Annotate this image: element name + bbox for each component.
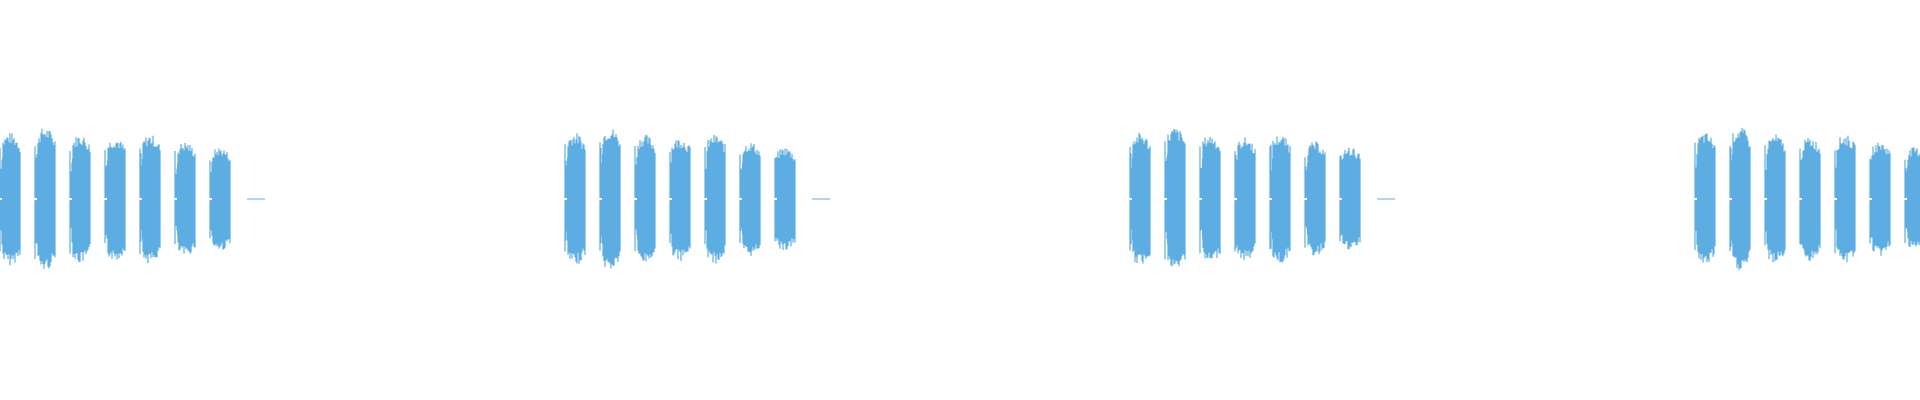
waveform-burst-4-4-waist [1799,198,1802,200]
waveform-burst-4-3-waist [1764,198,1767,200]
waveform-burst-3-4-waist [1234,198,1237,200]
waveform-segment-3 [1129,128,1395,267]
waveform-burst-2-4 [669,140,691,261]
waveform-burst-3-1 [1129,132,1151,264]
waveform-burst-4-2-core [1732,154,1748,244]
waveform-burst-3-5-waist [1269,198,1272,200]
waveform-burst-3-4-core [1237,160,1253,238]
waveform-burst-4-5-waist [1834,198,1837,200]
waveform-burst-4-6-waist [1869,198,1872,200]
waveform-burst-1-3-waist [69,198,72,200]
waveform-bursts [0,127,1920,271]
waveform-burst-4-2 [1729,127,1751,271]
waveform-burst-1-1 [0,133,21,266]
waveform-burst-1-2 [34,128,56,269]
waveform-burst-3-2-waist [1164,198,1167,200]
waveform-burst-2-3 [634,134,656,262]
waveform-burst-4-4 [1799,138,1821,261]
waveform-burst-1-1-waist [0,198,2,200]
waveform-burst-4-7-core [1907,166,1920,232]
waveform-burst-1-1-core [2,157,18,241]
waveform-segment-2 [564,129,830,269]
waveform-burst-3-6-core [1307,163,1323,235]
waveform-burst-2-1 [564,133,586,264]
waveform-burst-1-6 [174,142,196,254]
waveform-burst-1-7 [209,148,231,250]
waveform-burst-1-2-waist [34,198,37,200]
waveform-burst-2-5 [704,134,726,264]
waveform-burst-1-2-core [37,154,53,244]
waveform-burst-1-5-waist [139,198,142,200]
waveform-burst-3-7-core [1342,166,1358,232]
waveform-burst-4-7-waist [1904,198,1907,200]
waveform-burst-2-7 [774,148,796,251]
waveform-burst-3-5 [1269,136,1291,263]
waveform-burst-1-6-core [177,163,193,235]
waveform-burst-1-4-core [107,160,123,238]
waveform-burst-2-7-waist [774,198,777,200]
waveform-burst-3-2 [1164,128,1186,267]
waveform-burst-4-4-core [1802,160,1818,238]
waveform-burst-3-6 [1304,141,1326,256]
waveform-burst-1-5 [139,135,161,264]
waveform-burst-3-6-waist [1304,198,1307,200]
waveform-burst-1-4 [104,141,126,260]
waveform-burst-3-3 [1199,136,1221,259]
waveform-burst-3-1-core [1132,157,1148,241]
waveform-burst-4-1-core [1697,157,1713,241]
waveform-burst-4-2-waist [1729,198,1732,200]
waveform-burst-2-2-waist [599,198,602,200]
waveform-burst-3-3-core [1202,158,1218,240]
waveform-burst-2-4-core [672,160,688,238]
waveform-burst-4-1 [1694,133,1716,263]
waveform-burst-3-3-waist [1199,198,1202,200]
waveform-burst-3-5-core [1272,158,1288,240]
waveform-burst-1-7-waist [209,198,212,200]
waveform-burst-4-7 [1904,147,1920,248]
waveform-burst-1-7-core [212,166,228,232]
waveform-burst-2-1-waist [564,198,567,200]
waveform-burst-2-2 [599,129,621,269]
waveform-burst-2-7-core [777,166,793,232]
waveform-burst-2-3-core [637,158,653,240]
waveform-burst-1-3 [69,137,91,263]
waveform-segment-4 [1694,127,1920,271]
waveform-burst-1-5-core [142,158,158,240]
waveform-burst-4-1-waist [1694,198,1697,200]
waveform-burst-2-6-core [742,163,758,235]
waveform-burst-4-3 [1764,134,1786,263]
waveform-burst-2-6-waist [739,198,742,200]
waveform-burst-2-4-waist [669,198,672,200]
waveform-burst-3-4 [1234,137,1256,260]
waveform-burst-4-6-core [1872,163,1888,235]
waveform-burst-2-2-core [602,154,618,244]
waveform-burst-3-7-waist [1339,198,1342,200]
waveform-burst-4-5-core [1837,158,1853,240]
waveform-burst-2-1-core [567,157,583,241]
waveform-segment-1 [0,128,265,269]
waveform-burst-3-2-core [1167,154,1183,244]
waveform-burst-2-5-core [707,158,723,240]
waveform-burst-1-3-core [72,158,88,240]
waveform-burst-1-4-waist [104,198,107,200]
waveform-burst-3-1-waist [1129,198,1132,200]
waveform-burst-3-7 [1339,147,1361,250]
waveform-burst-4-6 [1869,142,1891,256]
waveform-burst-2-6 [739,143,761,257]
waveform-burst-1-6-waist [174,198,177,200]
waveform-burst-4-3-core [1767,158,1783,240]
waveform-burst-2-5-waist [704,198,707,200]
waveform-burst-4-5 [1834,135,1856,262]
waveform-burst-2-3-waist [634,198,637,200]
